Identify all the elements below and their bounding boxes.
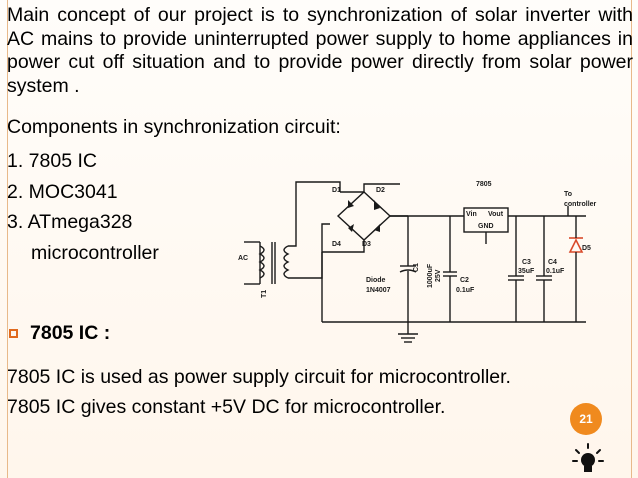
bullet-marker-icon	[9, 328, 18, 338]
transformer-secondary-coil	[283, 245, 290, 279]
to-label: To	[564, 191, 572, 198]
c2-name: C2	[460, 277, 469, 284]
component-item: microcontroller	[31, 241, 159, 264]
diode-part-label: 1N4007	[366, 287, 391, 294]
components-heading: Components in synchronization circuit:	[7, 116, 341, 138]
d3-label: D3	[362, 241, 371, 248]
c2-value: 0.1uF	[456, 287, 475, 294]
c4-name: C4	[548, 259, 557, 266]
c3-value: 35uF	[518, 268, 535, 275]
c3-name: C3	[522, 259, 531, 266]
c1-name: C1	[413, 263, 420, 272]
diode-label: Diode	[366, 277, 386, 284]
ac-label: AC	[238, 255, 248, 262]
regulator-gnd: GND	[478, 223, 494, 230]
description-block: 7805 IC is used as power supply circuit …	[7, 362, 511, 422]
lightbulb-icon	[572, 443, 604, 472]
component-item: 1. 7805 IC	[7, 150, 97, 172]
diode-d2	[374, 200, 380, 210]
d4-label: D4	[332, 241, 341, 248]
d1-label: D1	[332, 187, 341, 194]
right-margin-rule	[631, 0, 632, 478]
diode-d3	[374, 224, 380, 232]
c4-value: 0.1uF	[546, 268, 565, 275]
transformer-primary-coil	[258, 245, 265, 279]
c1-voltage: 25V	[435, 269, 442, 282]
components-list: 1. 7805 IC 2. MOC3041 3. ATmega328 micro…	[7, 146, 159, 268]
synchronization-circuit-diagram: AC T1 D1 D2 D4 D3 Diode 1N4007 C1 1000uF…	[238, 181, 597, 343]
regulator-vout: Vout	[488, 211, 504, 218]
regulator-name: 7805	[476, 181, 492, 188]
description-line: 7805 IC is used as power supply circuit …	[7, 366, 511, 388]
c1-value: 1000uF	[427, 263, 434, 288]
controller-label: controller	[564, 201, 597, 208]
description-line: 7805 IC gives constant +5V DC for microc…	[7, 396, 446, 418]
page-number-badge: 21	[570, 403, 602, 435]
diode-d5	[568, 232, 584, 256]
left-margin-rule	[7, 0, 8, 478]
intro-paragraph: Main concept of our project is to synchr…	[7, 4, 633, 97]
component-item: 2. MOC3041	[7, 180, 118, 203]
component-item: 3. ATmega328	[7, 211, 133, 233]
bullet-heading: 7805 IC :	[7, 320, 110, 346]
d2-label: D2	[376, 187, 385, 194]
diode-d1	[348, 200, 354, 208]
regulator-vin: Vin	[466, 211, 477, 218]
d5-label: D5	[582, 245, 591, 252]
transformer-label: T1	[261, 290, 268, 298]
bullet-title: 7805 IC :	[30, 322, 111, 344]
diode-d4	[348, 224, 354, 232]
